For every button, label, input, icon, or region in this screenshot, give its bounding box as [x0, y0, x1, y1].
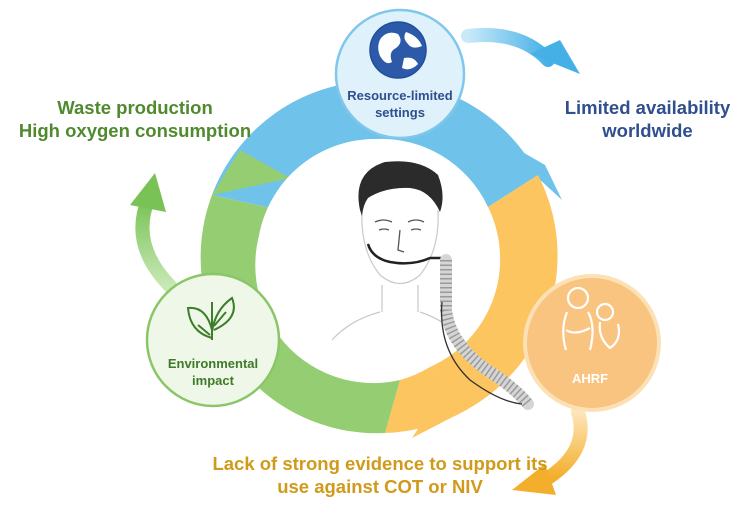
resource-line-1: Resource-limited	[347, 88, 453, 103]
patient-face	[374, 219, 425, 253]
limited-availability-label: Limited availability worldwide	[545, 96, 750, 142]
waste-line-2: High oxygen consumption	[18, 120, 252, 142]
ahrf-label: AHRF	[571, 371, 609, 386]
globe-icon	[369, 21, 427, 79]
ring-arrowhead-blue	[488, 132, 562, 200]
environment-line-2: impact	[192, 372, 234, 388]
ring-arrowhead-green	[212, 150, 290, 195]
ahrf-text: AHRF	[550, 371, 630, 388]
environment-line-1: Environmental	[167, 356, 259, 371]
availability-line-1: Limited availability	[564, 97, 731, 118]
waste-line-1: Waste production	[57, 97, 213, 118]
node-resource-limited-settings	[334, 8, 466, 140]
nasal-cannula-tubing	[366, 243, 534, 410]
blue-outer-arrow	[461, 28, 580, 74]
ring-arrowhead-orange	[412, 350, 470, 438]
resource-limited-settings-text: Resource-limited settings	[335, 88, 465, 122]
evidence-line-2: use against COT or NIV	[277, 476, 483, 498]
node-environmental-impact	[145, 272, 281, 408]
lack-of-evidence-label: Lack of strong evidence to support its u…	[160, 452, 600, 498]
orange-outer-arrow	[512, 405, 588, 495]
resource-line-2: settings	[375, 104, 425, 120]
waste-production-label: Waste production High oxygen consumption	[10, 96, 260, 142]
evidence-line-1: Lack of strong evidence to support its	[212, 453, 548, 474]
green-outer-arrow	[130, 173, 177, 293]
availability-line-2: worldwide	[602, 120, 693, 142]
leaves-icon	[186, 296, 235, 340]
parent-child-icon	[562, 286, 621, 351]
patient-hair	[358, 161, 443, 216]
environmental-impact-text: Environmental impact	[148, 356, 278, 390]
node-ahrf	[523, 274, 661, 412]
